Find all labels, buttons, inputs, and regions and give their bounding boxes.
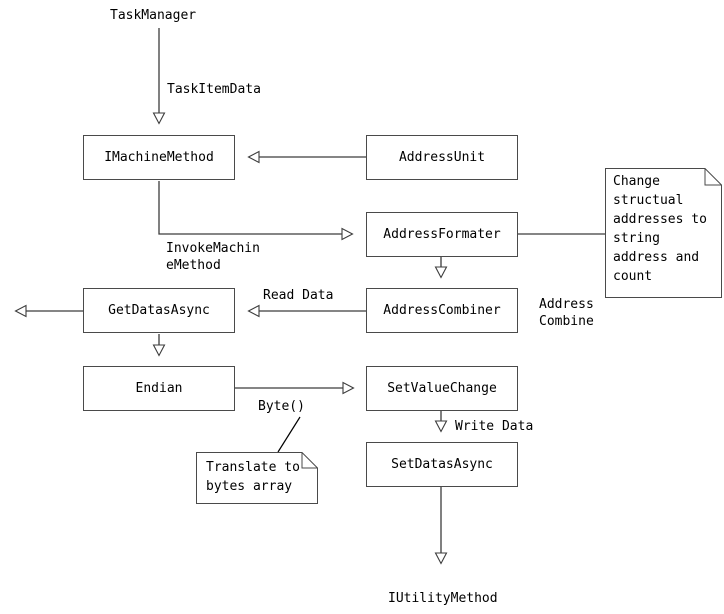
edge-imachinemethod-to-addressformater (158, 181, 354, 241)
node-addressunit[interactable]: AddressUnit (366, 135, 518, 180)
note-change-address[interactable]: Change structual addresses to string add… (605, 168, 722, 298)
node-label: SetDatasAsync (391, 457, 493, 472)
edge-label-readdata: Read Data (263, 288, 334, 303)
note-leader-line (277, 416, 301, 453)
node-label: AddressCombiner (383, 303, 501, 318)
note-shape (605, 168, 722, 298)
edge-label-writedata: Write Data (455, 419, 534, 434)
node-imachinemethod[interactable]: IMachineMethod (83, 135, 235, 180)
node-setdatasasync[interactable]: SetDatasAsync (366, 442, 518, 487)
node-label: Endian (135, 381, 183, 396)
note-shape (196, 452, 318, 504)
node-label: AddressFormater (383, 227, 501, 242)
node-getdatasasync[interactable]: GetDatasAsync (83, 288, 235, 333)
node-addressformater[interactable]: AddressFormater (366, 212, 518, 257)
label-address-combine: Address Combine (539, 297, 594, 329)
node-label: GetDatasAsync (108, 303, 210, 318)
note-translate-bytes[interactable]: Translate to bytes array (196, 452, 318, 504)
endpoint-label-taskmanager: TaskManager (110, 8, 197, 23)
edge-label-invokemachinemethod: InvokeMachin eMethod (166, 241, 260, 273)
note-text: Change structual addresses to string add… (613, 174, 707, 284)
node-label: IMachineMethod (104, 150, 214, 165)
endpoint-label-iutilitymethod: IUtilityMethod (388, 591, 498, 606)
edge-label-taskitemdata: TaskItemData (167, 82, 261, 97)
node-label: AddressUnit (398, 150, 486, 165)
node-setvaluechange[interactable]: SetValueChange (366, 366, 518, 411)
node-addresscombiner[interactable]: AddressCombiner (366, 288, 518, 333)
note-text: Translate to bytes array (206, 460, 300, 494)
edge-label-byte: Byte() (258, 399, 305, 414)
node-endian[interactable]: Endian (83, 366, 235, 411)
node-label: SetValueChange (387, 381, 497, 396)
